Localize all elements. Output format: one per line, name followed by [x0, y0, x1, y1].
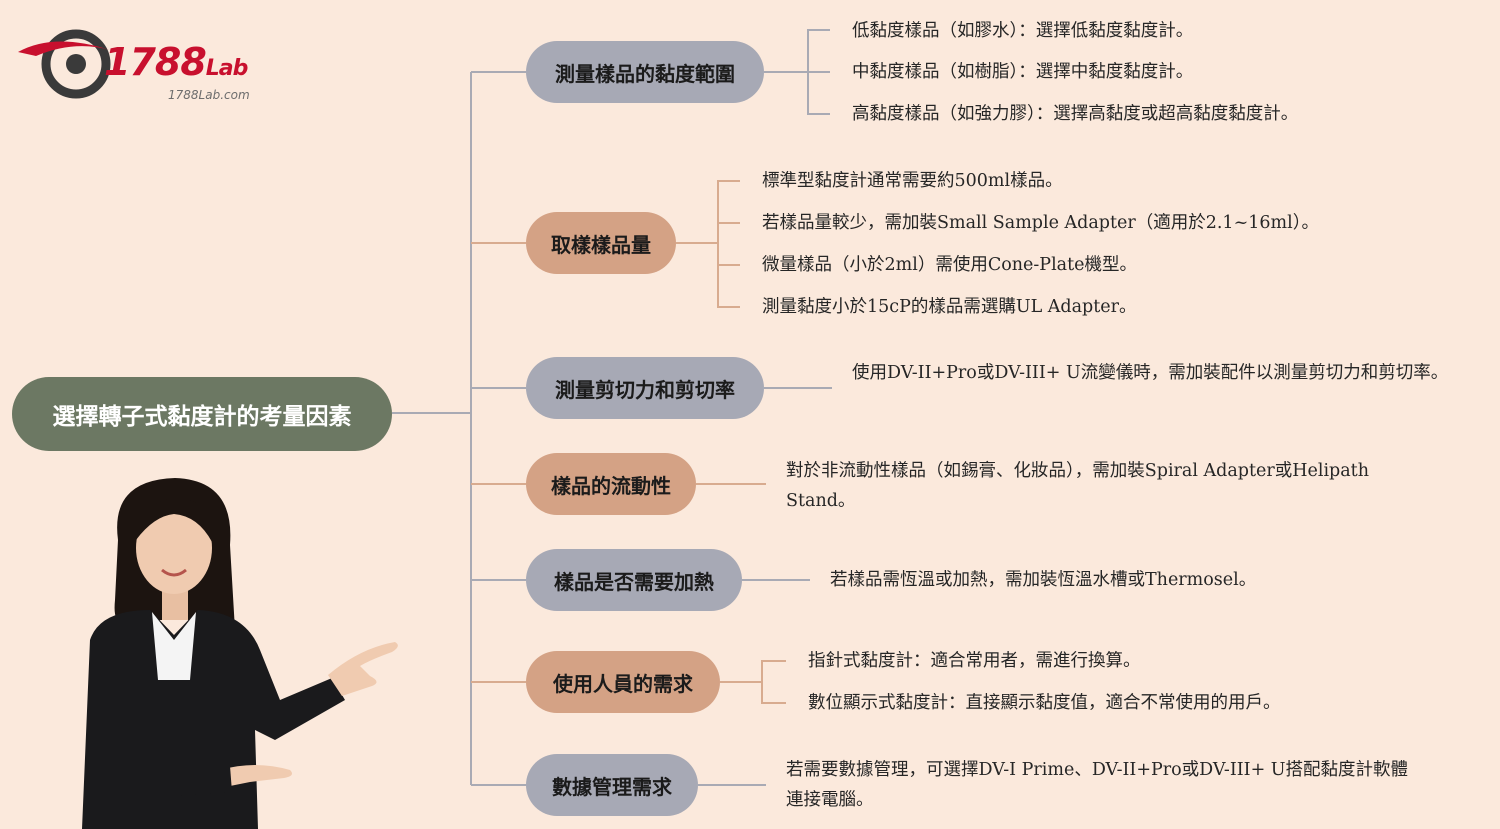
branch-viscosity-range: 測量樣品的黏度範圍 [526, 41, 764, 103]
branch-heating: 樣品是否需要加熱 [526, 549, 742, 611]
leaf-text: 數位顯示式黏度計：直接顯示黏度值，適合不常使用的用戶。 [808, 693, 1281, 713]
branch-flowability: 樣品的流動性 [526, 453, 696, 515]
leaf-text: 微量樣品（小於2ml）需使用Cone-Plate機型。 [762, 255, 1137, 275]
leaf-text: 指針式黏度計：適合常用者，需進行換算。 [808, 651, 1141, 671]
leaf-text: 高黏度樣品（如強力膠）：選擇高黏度或超高黏度黏度計。 [852, 104, 1299, 124]
branch-shear: 測量剪切力和剪切率 [526, 357, 764, 419]
leaf-text: 中黏度樣品（如樹脂）：選擇中黏度黏度計。 [852, 62, 1194, 82]
branch-user-needs: 使用人員的需求 [526, 651, 720, 713]
leaf-text: 若樣品量較少，需加裝Small Sample Adapter（適用於2.1~16… [762, 213, 1319, 233]
root-node: 選擇轉子式黏度計的考量因素 [12, 377, 392, 451]
logo-domain: 1788Lab.com [168, 88, 250, 102]
leaf-text: 低黏度樣品（如膠水）：選擇低黏度黏度計。 [852, 21, 1194, 41]
presenter-woman-icon [82, 478, 398, 829]
leaf-text: 使用DV-II+Pro或DV-III+ U流變儀時，需加裝配件以測量剪切力和剪切… [852, 363, 1449, 383]
leaf-text: 測量黏度小於15cP的樣品需選購UL Adapter。 [762, 297, 1137, 317]
leaf-text: 若樣品需恆溫或加熱，需加裝恆溫水槽或Thermosel。 [830, 570, 1257, 590]
leaf-text: 若需要數據管理，可選擇DV-I Prime、DV-II+Pro或DV-III+ … [786, 760, 1409, 810]
logo-wordmark: 1788Lab [104, 40, 248, 84]
leaf-text: 對於非流動性樣品（如錫膏、化妝品），需加裝Spiral Adapter或Heli… [786, 461, 1369, 511]
branch-sample-amount: 取樣樣品量 [526, 212, 676, 274]
leaf-text: 標準型黏度計通常需要約500ml樣品。 [762, 171, 1063, 191]
brand-logo-icon [18, 29, 111, 99]
branch-data-management: 數據管理需求 [526, 754, 698, 816]
